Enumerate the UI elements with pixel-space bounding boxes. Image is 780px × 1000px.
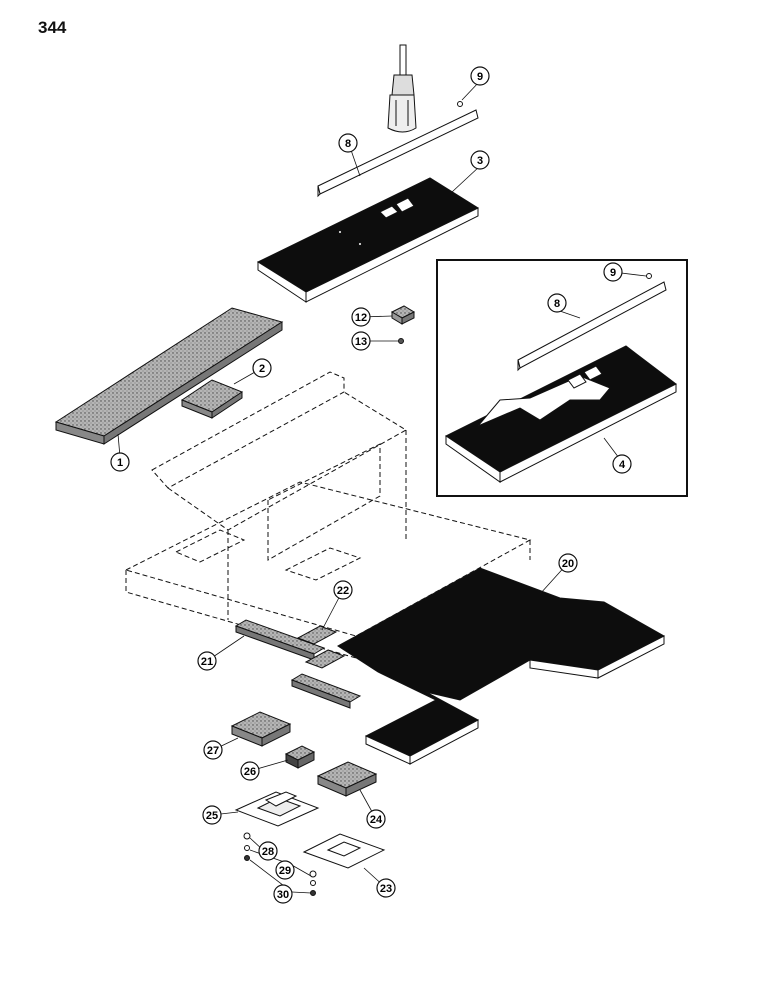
callout-30: 30 [273, 884, 293, 904]
callout-28-label: 28 [262, 846, 274, 858]
callout-27: 27 [203, 740, 223, 760]
callout-23: 23 [376, 878, 396, 898]
part-3-floor-plate [256, 177, 480, 303]
shift-lever [387, 44, 417, 133]
callout-4: 4 [612, 454, 632, 474]
part-20-floor-mat [337, 567, 666, 765]
part-23-plate [302, 833, 386, 869]
callout-20: 20 [558, 553, 578, 573]
part-12-block [390, 305, 416, 325]
callout-8-upper: 8 [338, 133, 358, 153]
callout-26-label: 26 [244, 766, 256, 778]
callout-8-upper-label: 8 [345, 138, 351, 150]
callout-3-label: 3 [477, 155, 483, 167]
callout-26: 26 [240, 761, 260, 781]
callout-20-label: 20 [562, 558, 574, 570]
callout-22: 22 [333, 580, 353, 600]
part-22-foam-block [296, 625, 346, 669]
callout-21: 21 [197, 651, 217, 671]
part-26-block [284, 745, 316, 769]
part-21-foam-strip [234, 619, 362, 709]
callout-12: 12 [351, 307, 371, 327]
callout-25: 25 [202, 805, 222, 825]
callout-8-inset: 8 [547, 293, 567, 313]
parts-28-29-30-hardware [243, 832, 317, 896]
part-4-floor-plate [445, 345, 677, 483]
part-13-nut [398, 338, 404, 344]
callout-24: 24 [366, 809, 386, 829]
part-1-foam-pad [54, 307, 284, 445]
callout-29: 29 [275, 860, 295, 880]
callout-29-label: 29 [279, 865, 291, 877]
callout-21-label: 21 [201, 656, 213, 668]
callout-9-upper-label: 9 [477, 71, 483, 83]
callout-24-label: 24 [370, 814, 383, 826]
callout-28: 28 [258, 841, 278, 861]
callout-13: 13 [351, 331, 371, 351]
callout-13-label: 13 [355, 336, 367, 348]
callout-3: 3 [470, 150, 490, 170]
callout-1: 1 [110, 452, 130, 472]
callout-4-label: 4 [619, 459, 626, 471]
inset-frame [436, 259, 688, 497]
part-9-screw-inset [646, 273, 652, 279]
callout-9-inset-label: 9 [610, 267, 616, 279]
callout-2-label: 2 [259, 363, 265, 375]
page-number: 344 [38, 18, 67, 37]
part-8-strip-upper [317, 109, 479, 198]
callout-8-inset-label: 8 [554, 298, 560, 310]
part-8-strip-inset [517, 281, 667, 372]
callout-22-label: 22 [337, 585, 349, 597]
part-27-foam-block [230, 711, 292, 747]
callout-27-label: 27 [207, 745, 219, 757]
callout-30-label: 30 [277, 889, 289, 901]
part-24-block [316, 761, 378, 797]
part-25-bracket [234, 791, 320, 827]
callout-9-inset: 9 [603, 262, 623, 282]
part-2-foam-block [180, 379, 244, 419]
callout-2: 2 [252, 358, 272, 378]
callout-23-label: 23 [380, 883, 392, 895]
callout-1-label: 1 [117, 457, 123, 469]
callout-12-label: 12 [355, 312, 367, 324]
callout-9-upper: 9 [470, 66, 490, 86]
callout-25-label: 25 [206, 810, 218, 822]
part-9-screw-upper [457, 101, 463, 107]
